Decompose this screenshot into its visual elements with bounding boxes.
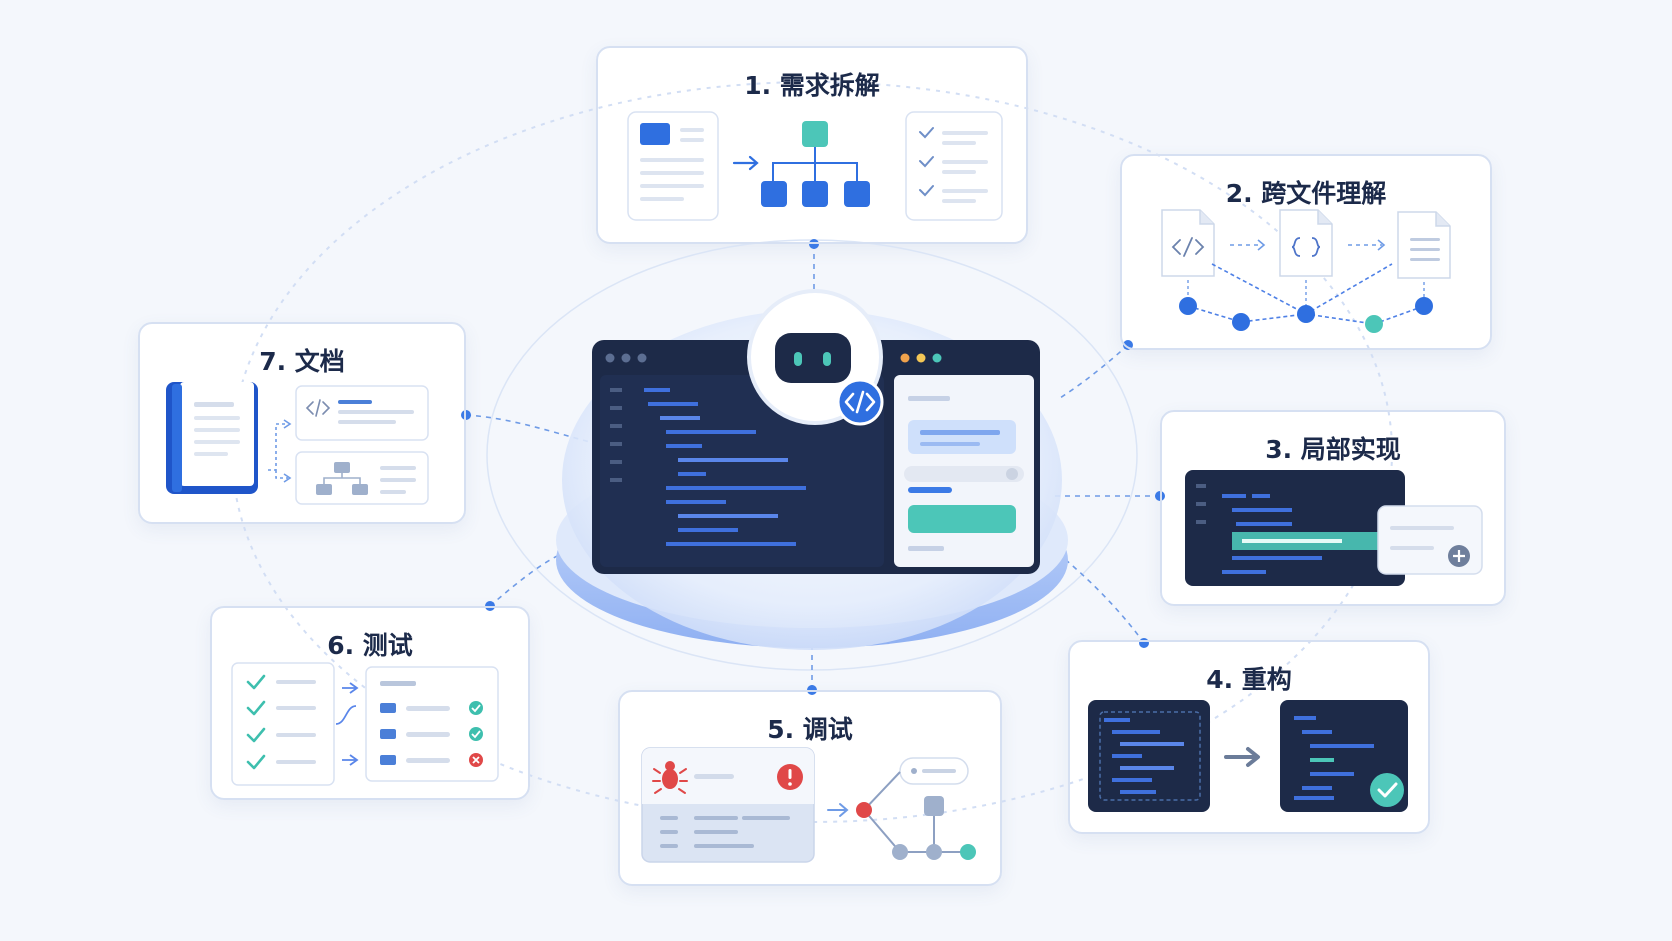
connector-n6 xyxy=(489,549,571,607)
test-checklist-icon xyxy=(231,662,499,786)
file-graph-icon xyxy=(1161,209,1451,333)
connector-n4 xyxy=(1059,554,1145,644)
task-breakdown-icon xyxy=(627,111,1003,221)
code-refactor-icon xyxy=(1088,700,1408,812)
connector-n2 xyxy=(1059,344,1129,399)
bug-icon xyxy=(641,747,976,863)
code-insert-icon xyxy=(1185,470,1483,586)
center-code-lines xyxy=(610,388,806,546)
document-book-icon xyxy=(166,382,429,505)
code-brackets-icon xyxy=(836,378,884,426)
